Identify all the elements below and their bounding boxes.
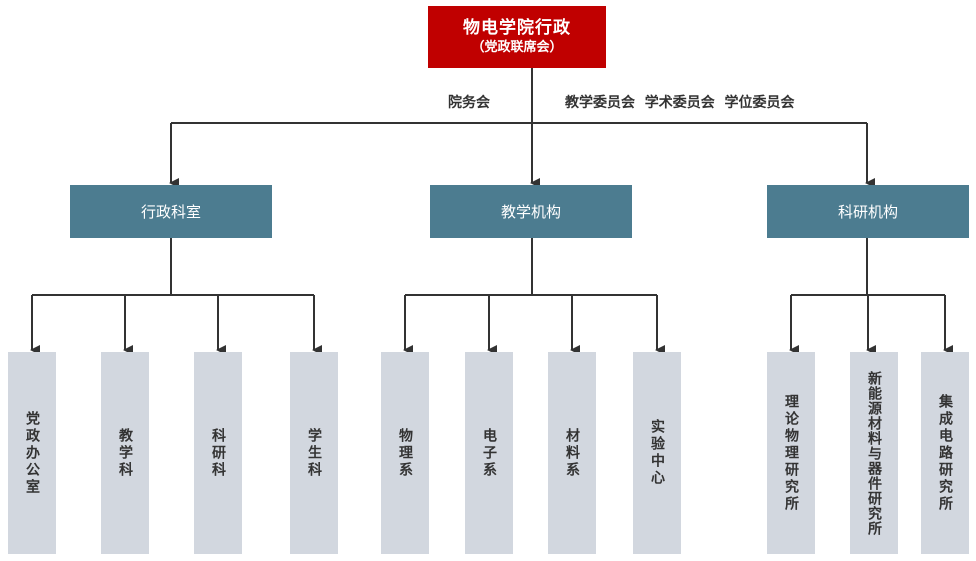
leaf-node-label: 党政办公室 [24, 410, 40, 496]
leaf-node-electronics: 电子系 [465, 352, 513, 554]
group-node-research-label: 科研机构 [837, 203, 898, 221]
leaf-node-label: 实验中心 [649, 419, 665, 487]
leaf-node-label: 电子系 [481, 427, 497, 479]
group-node-teaching-label: 教学机构 [500, 203, 561, 221]
leaf-node-label: 科研科 [210, 427, 226, 479]
top-node: 物电学院行政 （党政联席会） [428, 6, 606, 68]
leaf-node-label: 教学科 [117, 427, 133, 479]
group-node-teaching: 教学机构 [430, 185, 632, 238]
top-node-title: 物电学院行政 [463, 17, 571, 38]
leaf-node-research-section: 科研科 [194, 352, 242, 554]
leaf-node-lab-center: 实验中心 [633, 352, 681, 554]
leaf-node-theory-institute: 理论物理研究所 [767, 352, 815, 554]
group-node-research: 科研机构 [767, 185, 969, 238]
leaf-node-student-section: 学生科 [290, 352, 338, 554]
committee-label-right: 教学委员会 学术委员会 学位委员会 [565, 95, 795, 111]
leaf-node-label: 物理系 [397, 427, 413, 479]
top-node-subtitle: （党政联席会） [471, 39, 563, 55]
leaf-node-label: 材料系 [564, 427, 580, 479]
leaf-node-energy-institute: 新能源材料与器件研究所 [850, 352, 898, 554]
leaf-node-ic-institute: 集成电路研究所 [921, 352, 969, 554]
leaf-node-materials: 材料系 [548, 352, 596, 554]
leaf-node-label: 新能源材料与器件研究所 [866, 370, 882, 536]
committee-label-left: 院务会 [448, 95, 490, 111]
leaf-node-office: 党政办公室 [8, 352, 56, 554]
leaf-node-label: 集成电路研究所 [937, 393, 953, 513]
leaf-node-label: 理论物理研究所 [783, 393, 799, 513]
group-node-admin: 行政科室 [70, 185, 272, 238]
leaf-node-label: 学生科 [306, 427, 322, 479]
group-node-admin-label: 行政科室 [140, 203, 201, 221]
leaf-node-teaching-section: 教学科 [101, 352, 149, 554]
leaf-node-physics: 物理系 [381, 352, 429, 554]
